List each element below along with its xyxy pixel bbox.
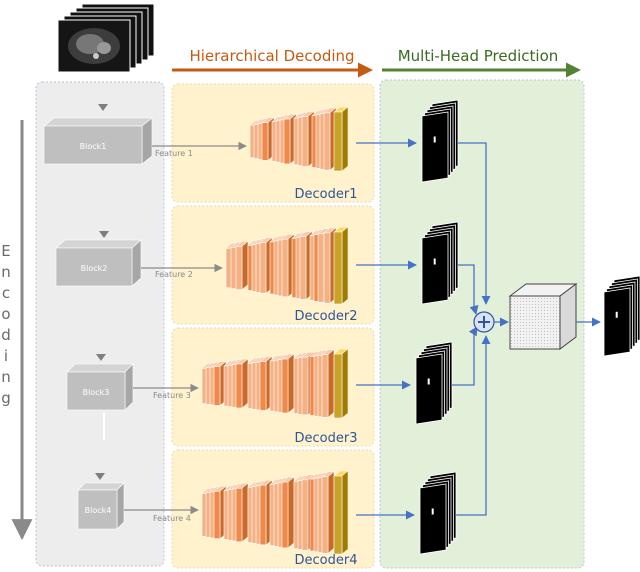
decoder-stack-4 [201, 470, 349, 555]
block-label: Block4 [85, 506, 112, 515]
prediction-mask-stack-4 [419, 471, 457, 555]
fusion-connector-2 [458, 264, 479, 315]
decoder-output-layer [333, 226, 349, 305]
decoder-label: Decoder2 [295, 309, 358, 324]
encoding-letter: d [1, 326, 11, 344]
encoding-letter: n [1, 368, 11, 386]
decoder-layer [281, 476, 295, 549]
fusion-connector-1 [458, 142, 491, 305]
feature-label: Feature 3 [153, 391, 191, 400]
decoder-output-layer [333, 470, 349, 555]
decoder-label: Decoder3 [295, 431, 358, 446]
fused-volume-cube-icon [508, 283, 578, 350]
prediction-stacks [415, 99, 459, 555]
decoder-layer [235, 482, 249, 543]
feature-label: Feature 4 [153, 514, 191, 523]
decoder-stack-3 [201, 348, 349, 419]
prediction-mask-stack-1 [421, 99, 459, 183]
decoder-stack-2 [225, 226, 349, 305]
encoder-block-1: Block1 [43, 104, 153, 165]
encoding-letter: n [1, 263, 11, 281]
decoder-stack-1 [249, 106, 349, 172]
encoder-block-4: Block4 [77, 473, 125, 530]
block-label: Block3 [83, 388, 110, 397]
encoding-letter: E [1, 242, 10, 260]
encoding-letter: g [1, 389, 11, 407]
prediction-mask-stack-2 [421, 221, 459, 305]
decoder-layer [235, 358, 249, 409]
decoder-output-layer [333, 106, 349, 172]
encoding-label: E n c o d i n g [1, 242, 11, 407]
decoder-output-layer [333, 348, 349, 419]
encoder-panel [35, 81, 165, 567]
decoder-layer [321, 471, 335, 554]
block-label: Block1 [80, 142, 107, 151]
decoder-label: Decoder1 [295, 187, 358, 202]
feature-label: Feature 2 [155, 270, 193, 279]
encoding-letter: i [4, 347, 8, 365]
encoder-block-2: Block2 [55, 231, 142, 287]
fusion-connector-4 [456, 335, 491, 516]
decoder-layer-stacks [201, 106, 349, 555]
decoder-layer [281, 353, 295, 414]
prediction-mask-stack-3 [415, 341, 453, 425]
decoder-label: Decoder4 [295, 553, 358, 568]
plus-circle-icon [473, 311, 495, 333]
encoder-block-3: Block3 [66, 354, 134, 440]
decoder-layer [235, 240, 249, 291]
decoding-header: Hierarchical Decoding [189, 47, 354, 65]
encoding-letter: c [2, 284, 10, 302]
decoder-layer [321, 349, 335, 418]
output-mask [603, 275, 640, 357]
prediction-header: Multi-Head Prediction [398, 47, 559, 65]
output-mask-stack [603, 275, 640, 357]
feature-label: Feature 1 [155, 149, 193, 158]
block-label: Block2 [81, 264, 108, 273]
encoding-letter: o [1, 305, 10, 323]
ct-slice-stack-icon [57, 3, 155, 73]
fusion-connector-3 [452, 326, 478, 386]
